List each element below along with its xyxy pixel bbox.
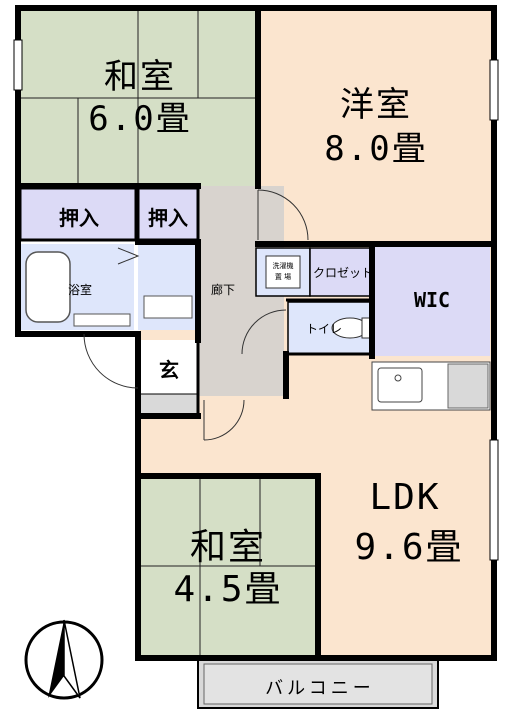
wic-label: WIC <box>413 288 451 312</box>
washitsu-bottom-name: 和室 <box>189 527 266 568</box>
ldk-name: LDK <box>369 477 441 518</box>
youshitsu-size: 8.0畳 <box>324 129 428 169</box>
washer-box <box>265 255 301 289</box>
genkan-floor <box>139 393 199 415</box>
ldk-size: 9.6畳 <box>354 527 464 568</box>
washitsu-top-name: 和室 <box>104 57 176 97</box>
entrance <box>140 340 198 394</box>
oshiire-1 <box>18 186 138 242</box>
washer-label-1: 洗濯機 <box>272 262 294 270</box>
bath-label: 浴室 <box>67 283 92 297</box>
toilet-label: トイレ <box>306 322 343 336</box>
corridor-label: 廊下 <box>210 283 235 297</box>
bath-shelf <box>73 313 131 327</box>
wash-basin <box>143 295 193 319</box>
bathtub <box>25 251 71 323</box>
door-swings <box>83 189 309 441</box>
youshitsu-name: 洋室 <box>340 85 412 125</box>
closet-label: クロゼット <box>312 266 373 280</box>
entrance-label: 玄 <box>159 358 179 382</box>
balcony-label: バルコニー <box>265 678 375 699</box>
washitsu-bottom-size: 4.5畳 <box>173 569 283 610</box>
washer-label-2: 置 場 <box>274 273 292 281</box>
wic-room <box>372 246 490 356</box>
kitchen-stove <box>447 363 489 409</box>
youshitsu-room <box>257 10 492 246</box>
washitsu-top-size: 6.0畳 <box>88 99 192 139</box>
oshiire-1-label: 押入 <box>59 206 99 230</box>
north-arrow-icon <box>24 619 104 700</box>
oshiire-2-label: 押入 <box>148 206 188 230</box>
kitchen-sink <box>377 367 423 403</box>
